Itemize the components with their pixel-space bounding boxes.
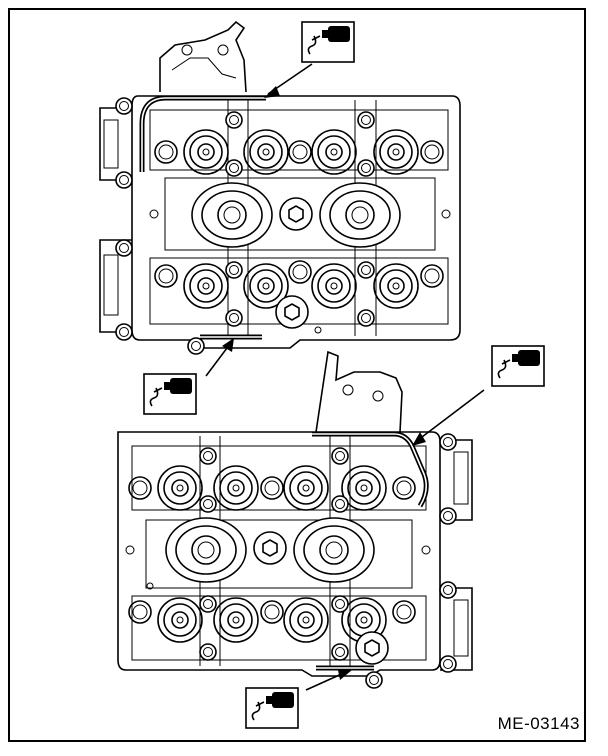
lower-cylinder-head [117, 350, 473, 689]
upper-cylinder-head [99, 20, 461, 355]
sealant-callout-1 [264, 21, 355, 98]
sealant-callout-3 [412, 345, 545, 446]
sealant-callout-4 [245, 670, 352, 729]
sealant-tube-icon [491, 345, 545, 387]
sealant-tube-icon [245, 687, 299, 729]
figure-frame [8, 8, 586, 742]
sealant-callout-2 [143, 338, 234, 415]
figure-code: ME-03143 [497, 714, 580, 733]
sealant-tube-icon [301, 21, 355, 63]
sealant-tube-icon [143, 373, 197, 415]
